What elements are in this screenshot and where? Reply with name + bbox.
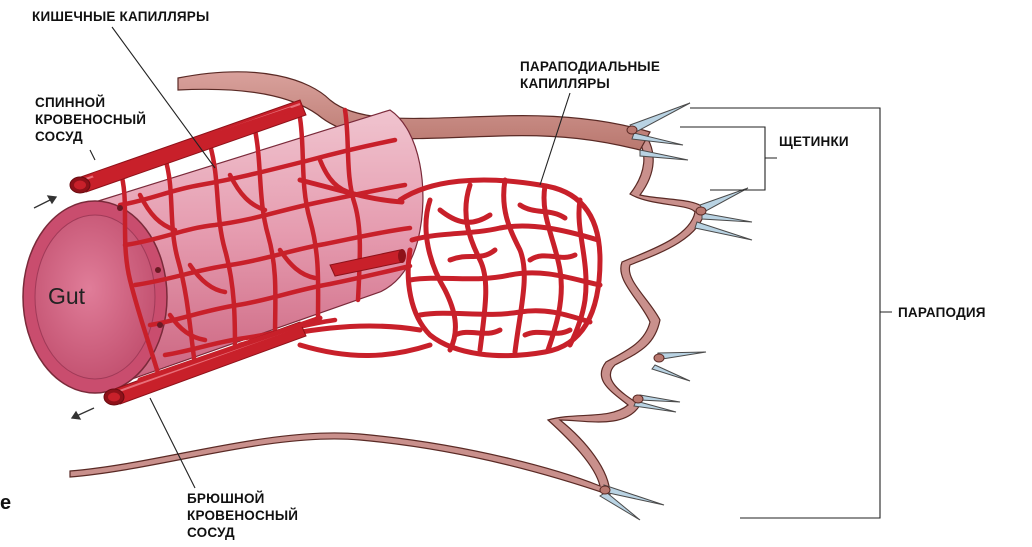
connective-vessel <box>300 345 430 356</box>
leader-dorsal <box>90 150 95 160</box>
seta <box>652 365 690 381</box>
seta-base <box>600 486 610 494</box>
label-line: КРОВЕНОСНЫЙ <box>35 111 146 128</box>
label-line: СОСУД <box>35 128 146 145</box>
capillary-opening <box>157 322 163 328</box>
seta-base <box>633 395 643 403</box>
label-line: ПАРАПОДИАЛЬНЫЕ <box>520 58 660 75</box>
label-intestinal-capillaries: КИШЕЧНЫЕ КАПИЛЛЯРЫ <box>32 8 209 25</box>
label-ventral-vessel: БРЮШНОЙ КРОВЕНОСНЫЙ СОСУД <box>187 490 298 541</box>
label-line: КРОВЕНОСНЫЙ <box>187 507 298 524</box>
label-parapodial-capillaries: ПАРАПОДИАЛЬНЫЕ КАПИЛЛЯРЫ <box>520 58 660 92</box>
label-setae: ЩЕТИНКИ <box>779 133 849 150</box>
seta <box>640 395 680 402</box>
label-line: КАПИЛЛЯРЫ <box>520 75 660 92</box>
seta <box>702 213 752 222</box>
seta-base <box>627 126 637 134</box>
label-dorsal-vessel: СПИННОЙ КРОВЕНОСНЫЙ СОСУД <box>35 94 146 145</box>
parapodial-capillaries <box>400 180 600 356</box>
label-line: СПИННОЙ <box>35 94 146 111</box>
capillary-opening <box>117 205 123 211</box>
label-edge-letter: e <box>0 492 11 515</box>
seta <box>695 222 752 240</box>
label-gut: Gut <box>48 283 85 310</box>
leader-parapodial <box>540 93 570 185</box>
seta <box>700 188 748 212</box>
seta <box>630 103 690 133</box>
capillary-opening <box>155 267 161 273</box>
seta-base <box>696 207 706 215</box>
setae-group <box>600 103 752 520</box>
label-line: СОСУД <box>187 524 298 541</box>
label-line: БРЮШНОЙ <box>187 490 298 507</box>
label-parapodium: ПАРАПОДИЯ <box>898 304 986 321</box>
bracket-setae <box>680 127 777 190</box>
seta-base <box>654 354 664 362</box>
leader-ventral <box>150 398 195 488</box>
bracket-parapodium <box>690 108 892 518</box>
